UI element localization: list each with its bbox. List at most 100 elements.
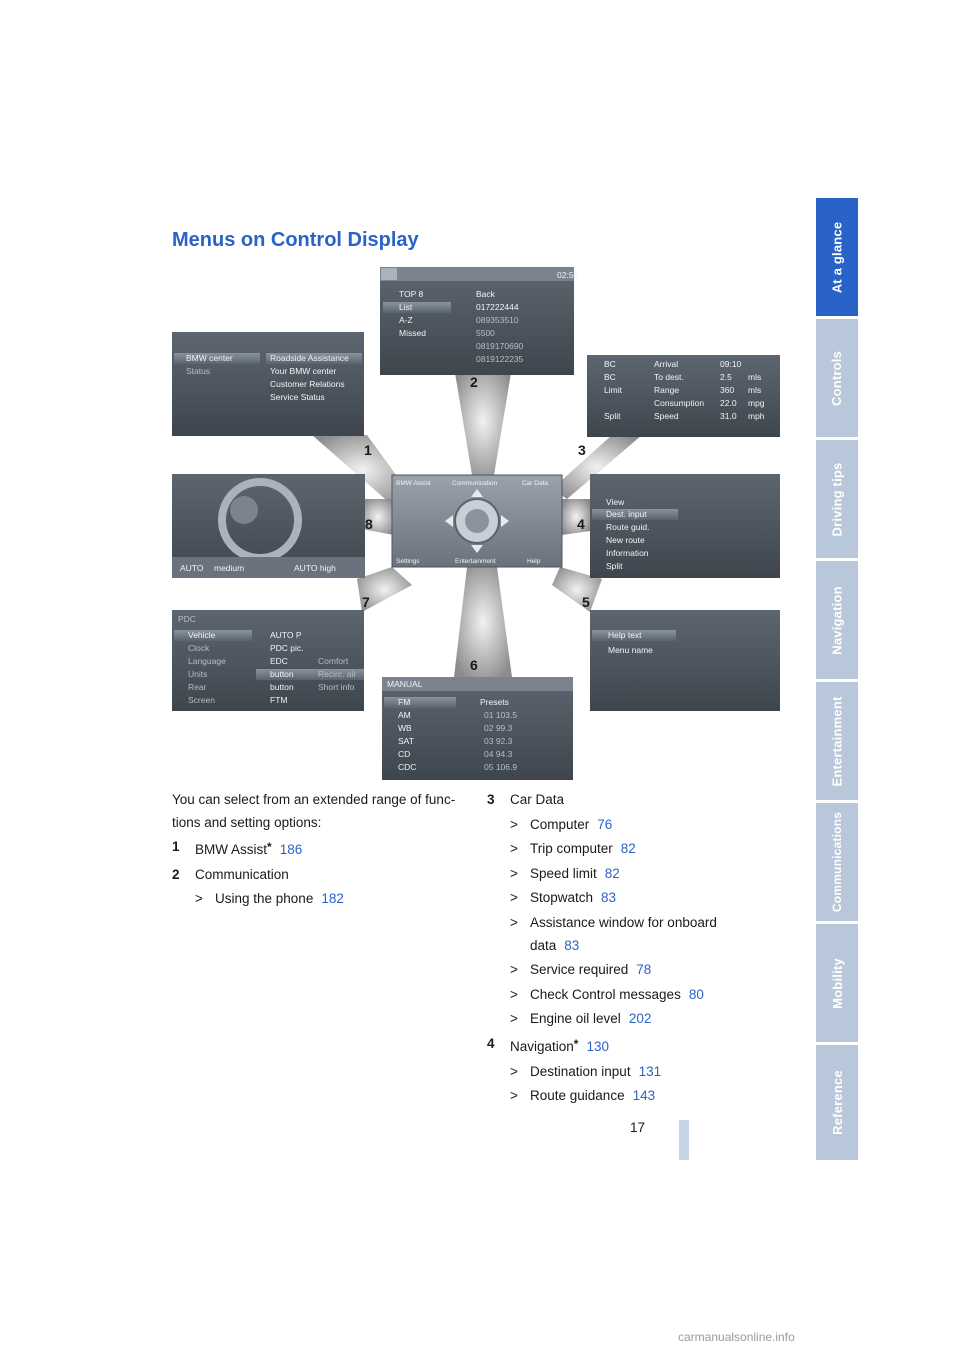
callout-8: 8 (365, 516, 373, 532)
tab-controls[interactable]: Controls (816, 319, 858, 437)
page-link[interactable]: 80 (688, 986, 704, 1002)
svg-text:2.5: 2.5 (720, 372, 732, 382)
svg-text:09:10: 09:10 (720, 359, 742, 369)
svg-text:mls: mls (748, 372, 761, 382)
svg-text:BC: BC (604, 359, 616, 369)
bullet-arrow-icon: > (510, 1011, 518, 1027)
screen-start-menu: BMW Assist Communication Car Data Settin… (391, 474, 563, 568)
list-item: 1 BMW Assist*186 (172, 839, 303, 858)
bullet-arrow-icon: > (510, 914, 518, 930)
page-link[interactable]: 131 (638, 1063, 662, 1079)
tab-communications[interactable]: Communications (816, 803, 858, 921)
svg-text:Car Data: Car Data (522, 480, 548, 487)
tab-entertainment[interactable]: Entertainment (816, 682, 858, 800)
page-link[interactable]: 143 (632, 1088, 656, 1104)
svg-text:mpg: mpg (748, 398, 765, 408)
control-display-figure: 02:50 TOP 8 List A-Z Missed Back 0172224… (172, 267, 780, 780)
page-link[interactable]: 202 (628, 1011, 652, 1027)
svg-text:Your BMW center: Your BMW center (270, 366, 336, 376)
connector-beams (312, 367, 642, 677)
svg-text:Help: Help (527, 558, 541, 565)
svg-text:Split: Split (604, 411, 621, 421)
page-link[interactable]: 182 (321, 891, 344, 907)
tab-driving-tips[interactable]: Driving tips (816, 440, 858, 558)
svg-text:SAT: SAT (398, 736, 414, 746)
svg-text:Back: Back (476, 289, 496, 299)
page-link[interactable]: 186 (279, 842, 303, 858)
screen-bmw-assist: BMW center Status Roadside Assistance Yo… (172, 332, 364, 436)
bullet-arrow-icon: > (510, 841, 518, 857)
svg-text:Presets: Presets (480, 697, 509, 707)
svg-text:Comfort: Comfort (318, 656, 349, 666)
svg-text:Service Status: Service Status (270, 392, 325, 402)
svg-text:31.0: 31.0 (720, 411, 737, 421)
tab-mobility[interactable]: Mobility (816, 924, 858, 1042)
svg-text:medium: medium (214, 563, 244, 573)
callout-7: 7 (362, 594, 370, 610)
svg-text:button: button (270, 669, 294, 679)
svg-text:04 94.3: 04 94.3 (484, 749, 513, 759)
bullet-arrow-icon: > (195, 891, 203, 907)
bullet-arrow-icon: > (510, 890, 518, 906)
svg-text:Short info: Short info (318, 682, 355, 692)
list-item: 4 Navigation*130 (487, 1035, 609, 1054)
svg-text:Vehicle: Vehicle (188, 630, 216, 640)
svg-text:Language: Language (188, 656, 226, 666)
svg-text:017222444: 017222444 (476, 302, 519, 312)
left-column: You can select from an extended range of… (172, 789, 472, 911)
tab-at-a-glance[interactable]: At a glance (816, 198, 858, 316)
svg-text:mls: mls (748, 385, 761, 395)
screen-car-data: BC BC Limit Split Arrival To dest. Range… (587, 355, 780, 437)
svg-text:Arrival: Arrival (654, 359, 678, 369)
screen-navigation: View Dest. input Route guid. New route I… (590, 474, 780, 578)
intro-paragraph: You can select from an extended range of… (172, 792, 456, 830)
svg-text:List: List (399, 302, 413, 312)
tab-navigation[interactable]: Navigation (816, 561, 858, 679)
page-link[interactable]: 82 (620, 841, 636, 857)
svg-text:Units: Units (188, 669, 207, 679)
svg-text:PDC: PDC (178, 614, 196, 624)
callout-1: 1 (364, 442, 372, 458)
svg-text:Menu name: Menu name (608, 645, 653, 655)
screen-entertainment: MANUAL FM AM WB SAT CD CDC Presets 01 10… (382, 677, 573, 780)
svg-text:360: 360 (720, 385, 734, 395)
svg-text:Speed: Speed (654, 411, 679, 421)
svg-text:Limit: Limit (604, 385, 623, 395)
page-link[interactable]: 78 (636, 962, 652, 978)
svg-text:Screen: Screen (188, 695, 215, 705)
svg-text:button: button (270, 682, 294, 692)
svg-text:05 106.9: 05 106.9 (484, 762, 517, 772)
page-link[interactable]: 82 (604, 865, 620, 881)
svg-text:Entertainment: Entertainment (455, 558, 496, 565)
svg-text:5500: 5500 (476, 328, 495, 338)
svg-text:TOP 8: TOP 8 (399, 289, 424, 299)
svg-text:Dest. input: Dest. input (606, 509, 647, 519)
svg-text:Recirc. air: Recirc. air (318, 669, 356, 679)
svg-text:CD: CD (398, 749, 410, 759)
svg-text:PDC pic.: PDC pic. (270, 643, 304, 653)
svg-text:Split: Split (606, 561, 623, 571)
svg-text:Information: Information (606, 548, 649, 558)
svg-text:AM: AM (398, 710, 411, 720)
tab-reference[interactable]: Reference (816, 1045, 858, 1160)
page-link[interactable]: 83 (601, 890, 617, 906)
svg-text:MANUAL: MANUAL (387, 679, 423, 689)
bullet-arrow-icon: > (510, 865, 518, 881)
screen-communication: 02:50 TOP 8 List A-Z Missed Back 0172224… (380, 267, 579, 375)
svg-text:To dest.: To dest. (654, 372, 684, 382)
page-link[interactable]: 76 (597, 816, 613, 832)
page-link[interactable]: 83 (564, 937, 580, 953)
svg-text:View: View (606, 497, 625, 507)
screen-climate: AUTO medium AUTO high (172, 474, 365, 578)
page-link[interactable]: 130 (586, 1038, 609, 1054)
svg-text:0819170690: 0819170690 (476, 341, 524, 351)
svg-text:AUTO P: AUTO P (270, 630, 302, 640)
svg-text:Consumption: Consumption (654, 398, 704, 408)
callout-numbers: 1 2 3 4 5 6 7 8 (362, 374, 590, 673)
